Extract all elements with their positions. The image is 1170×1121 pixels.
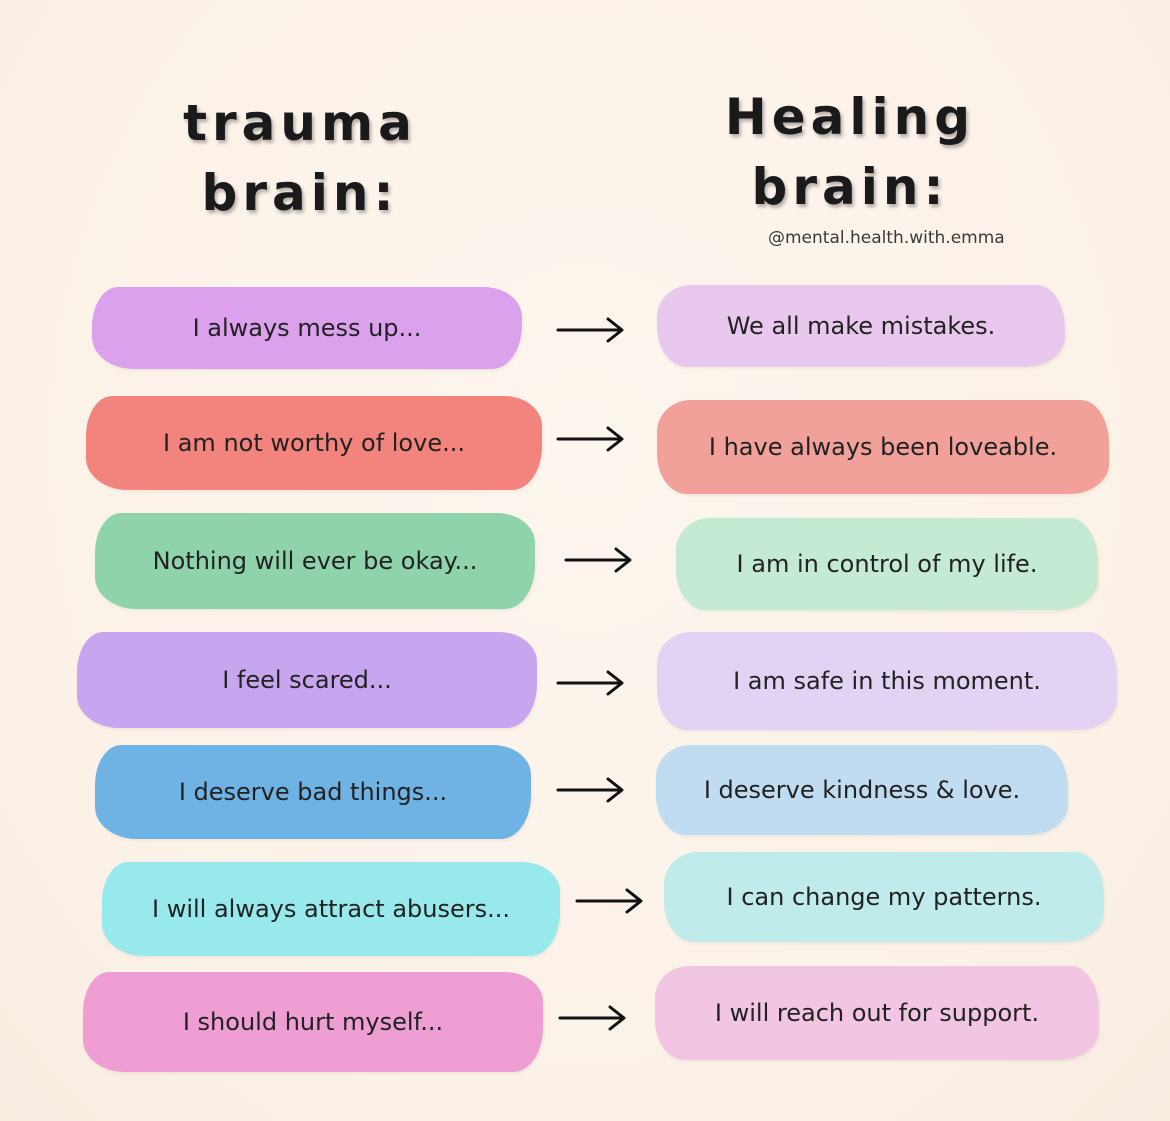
healing-heading-line1: Healing — [724, 88, 976, 146]
author-credit: @mental.health.with.emma — [768, 228, 1005, 248]
trauma-heading-line1: trauma — [183, 94, 417, 152]
healing-thought-6: I can change my patterns. — [664, 852, 1104, 942]
healing-thought-text: I will reach out for support. — [714, 999, 1040, 1027]
right-arrow-icon — [556, 424, 628, 454]
healing-thought-2: I have always been loveable. — [657, 400, 1109, 494]
trauma-thought-text: I deserve bad things... — [178, 778, 448, 806]
trauma-thought-4: I feel scared... — [77, 632, 537, 728]
healing-thought-text: I deserve kindness & love. — [703, 776, 1021, 804]
trauma-thought-text: I will always attract abusers... — [151, 895, 511, 923]
right-arrow-icon — [556, 315, 628, 345]
trauma-thought-text: I am not worthy of love... — [163, 429, 465, 457]
healing-thought-text: I have always been loveable. — [708, 433, 1058, 461]
right-arrow-icon — [556, 775, 628, 805]
healing-thought-text: I can change my patterns. — [726, 883, 1042, 911]
trauma-brain-heading: trauma brain: — [140, 88, 460, 228]
trauma-thought-7: I should hurt myself... — [83, 972, 543, 1072]
right-arrow-icon — [575, 886, 647, 916]
healing-thought-text: I am in control of my life. — [736, 550, 1038, 578]
healing-thought-5: I deserve kindness & love. — [656, 745, 1068, 835]
healing-thought-1: We all make mistakes. — [657, 285, 1065, 367]
trauma-thought-3: Nothing will ever be okay... — [95, 513, 535, 609]
trauma-heading-line2: brain: — [201, 164, 399, 222]
healing-thought-text: We all make mistakes. — [726, 312, 996, 340]
trauma-thought-text: Nothing will ever be okay... — [152, 547, 478, 575]
trauma-thought-6: I will always attract abusers... — [102, 862, 560, 956]
trauma-thought-5: I deserve bad things... — [95, 745, 531, 839]
healing-heading-line2: brain: — [751, 158, 949, 216]
trauma-thought-1: I always mess up... — [92, 287, 522, 369]
healing-thought-3: I am in control of my life. — [676, 518, 1098, 610]
trauma-thought-text: I always mess up... — [192, 314, 422, 342]
healing-brain-heading: Healing brain: — [690, 82, 1010, 222]
right-arrow-icon — [564, 545, 636, 575]
healing-thought-7: I will reach out for support. — [655, 966, 1099, 1060]
right-arrow-icon — [556, 668, 628, 698]
healing-thought-text: I am safe in this moment. — [733, 667, 1041, 695]
trauma-thought-text: I feel scared... — [222, 666, 392, 694]
trauma-thought-2: I am not worthy of love... — [86, 396, 542, 490]
trauma-thought-text: I should hurt myself... — [182, 1008, 444, 1036]
healing-thought-4: I am safe in this moment. — [657, 632, 1117, 730]
right-arrow-icon — [558, 1003, 630, 1033]
